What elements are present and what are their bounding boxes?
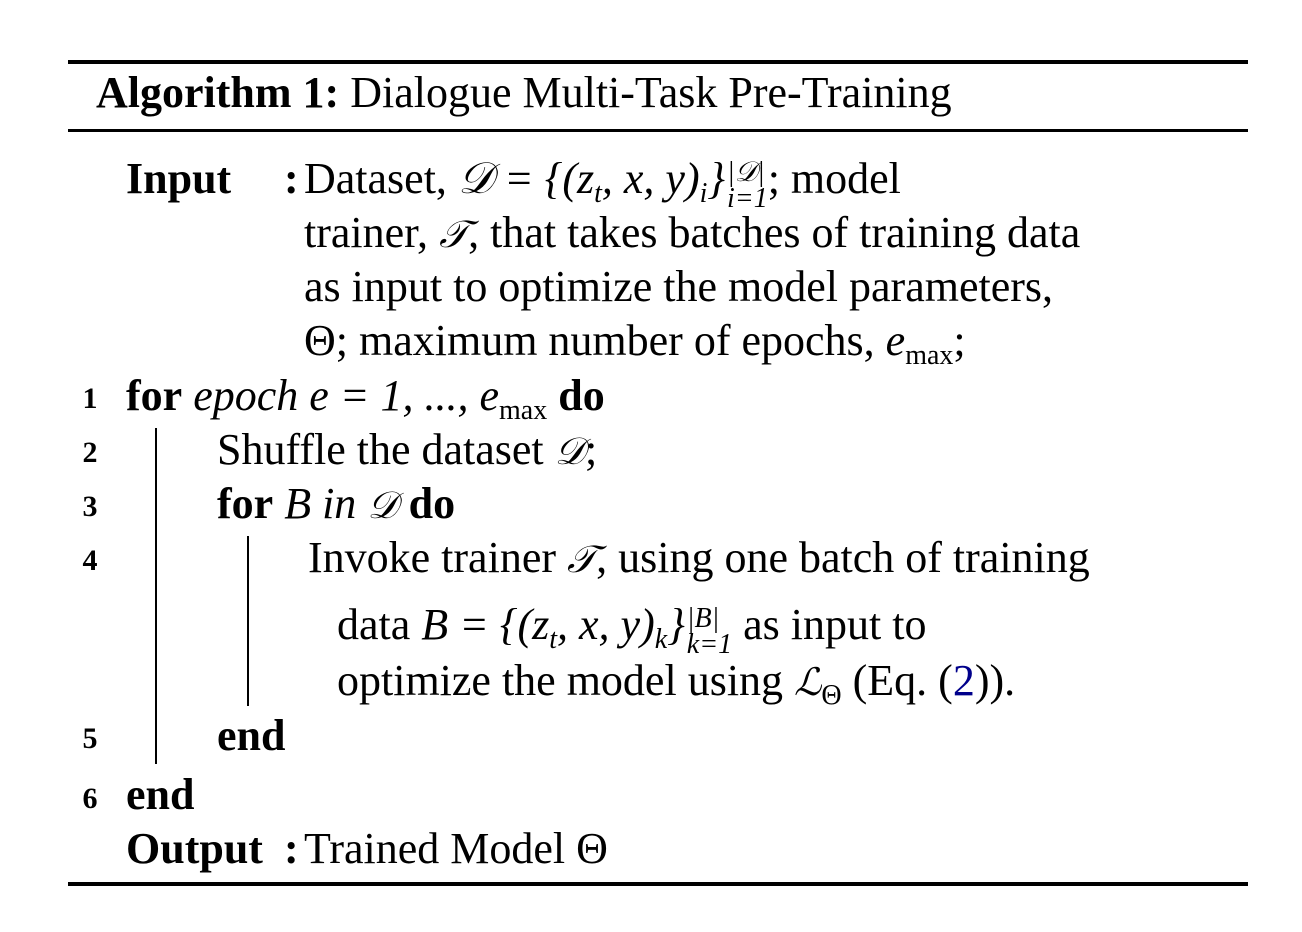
math-dataset-symbol: 𝒟 <box>367 483 398 527</box>
math-dataset-cont: , x, y) <box>601 154 700 203</box>
step-text: (Eq. ( <box>841 656 953 705</box>
math-variable: B <box>284 479 312 528</box>
line-number: 3 <box>82 490 98 523</box>
line-number: 5 <box>82 722 98 755</box>
step-text: )). <box>974 656 1016 705</box>
math-subscript: t <box>594 178 602 209</box>
algorithm-label: Algorithm 1: <box>96 68 340 117</box>
step-4-cont-1: data B = {(zt, x, y)k}|B|k=1 as input to <box>337 600 927 660</box>
input-text: ; <box>953 316 966 365</box>
step-text: Invoke trainer <box>308 533 567 582</box>
math-subscript: max <box>499 395 548 426</box>
math-subscript: i <box>699 178 708 209</box>
top-rule <box>68 60 1248 64</box>
input-colon: : <box>284 154 299 203</box>
math-batch-cont: , x, y) <box>557 600 655 649</box>
math-dataset-symbol: 𝒟 <box>554 429 585 473</box>
math-trainer-symbol: 𝒯 <box>439 212 469 256</box>
bottom-rule <box>68 882 1248 886</box>
math-loss-symbol: ℒ <box>794 660 822 704</box>
step-text: in <box>311 479 368 528</box>
step-text: optimize the model using <box>337 656 795 705</box>
keyword-do: do <box>558 371 605 420</box>
input-text: ; model <box>767 154 901 203</box>
step-1: for epoch e = 1, ..., emax do <box>126 371 605 425</box>
step-text: Shuffle the dataset <box>217 425 555 474</box>
output-colon: : <box>284 824 299 873</box>
math-superscript: |B| <box>686 603 720 634</box>
input-keyword: Input <box>126 154 232 203</box>
math-superscript: |𝒟| <box>727 157 765 188</box>
step-6-end: end <box>126 770 195 819</box>
step-text: ; <box>584 425 598 474</box>
math-batch: B = {(z <box>421 600 550 649</box>
input-line-3: as input to optimize the model parameter… <box>304 262 1054 311</box>
step-text: epoch <box>193 371 299 420</box>
step-text: data <box>337 600 422 649</box>
input-line-4: Θ; maximum number of epochs, emax; <box>304 316 966 370</box>
math-subscript: Θ <box>821 680 842 711</box>
step-5-end: end <box>217 711 286 760</box>
step-4-cont-2: optimize the model using ℒΘ (Eq. (2)). <box>337 656 1016 710</box>
line-number: 6 <box>82 782 98 815</box>
output-keyword: Output <box>126 824 263 873</box>
math-variable: e <box>479 371 500 420</box>
math-dataset: 𝒟 = {(z <box>457 154 595 203</box>
math-limits: |B|k=1 <box>686 603 733 660</box>
math-brace: } <box>667 600 685 649</box>
math-limits: |𝒟|i=1 <box>727 157 768 214</box>
step-text: , using one batch of training <box>596 533 1090 582</box>
line-number: 1 <box>82 382 98 415</box>
equation-ref-link[interactable]: 2 <box>952 656 975 705</box>
line-number: 2 <box>82 436 98 469</box>
math-trainer-symbol: 𝒯 <box>567 537 597 581</box>
step-text: as input to <box>732 600 927 649</box>
math-subscript: t <box>549 624 558 655</box>
input-line-2: trainer, 𝒯, that takes batches of traini… <box>304 208 1080 259</box>
step-3: for B in 𝒟 do <box>217 479 455 530</box>
keyword-for: for <box>126 371 183 420</box>
line-number: 4 <box>82 544 98 577</box>
output-text: Trained Model Θ <box>304 824 608 873</box>
input-line-1: Dataset, 𝒟 = {(zt, x, y)i}|𝒟|i=1; model <box>304 154 901 214</box>
math-subscript: max <box>905 340 954 371</box>
keyword-do: do <box>408 479 456 528</box>
keyword-for: for <box>217 479 274 528</box>
math-brace: } <box>707 154 726 203</box>
algorithm-title: Dialogue Multi-Task Pre-Training <box>350 68 952 117</box>
input-text: trainer, <box>304 208 440 257</box>
block-bar-outer <box>155 428 157 764</box>
math-subscript: k=1 <box>686 629 733 660</box>
input-text: Θ; maximum number of epochs, <box>304 316 886 365</box>
step-2: Shuffle the dataset 𝒟; <box>217 425 597 476</box>
math-range: e = 1, ..., <box>298 371 480 420</box>
algorithm-header: Algorithm 1: Dialogue Multi-Task Pre-Tra… <box>96 68 952 118</box>
math-variable: e <box>885 316 906 365</box>
step-4: Invoke trainer 𝒯, using one batch of tra… <box>308 533 1090 584</box>
math-subscript: i=1 <box>727 183 768 214</box>
input-text: Dataset, <box>304 154 458 203</box>
block-bar-inner <box>247 536 249 706</box>
input-text: , that takes batches of training data <box>468 208 1081 257</box>
header-rule <box>68 129 1248 132</box>
math-subscript: k <box>654 624 668 655</box>
